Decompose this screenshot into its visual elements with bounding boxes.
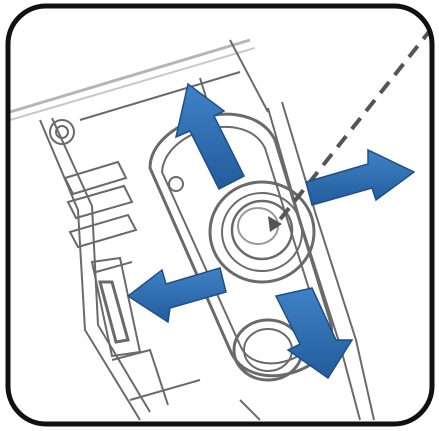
frame-background: [8, 6, 432, 424]
